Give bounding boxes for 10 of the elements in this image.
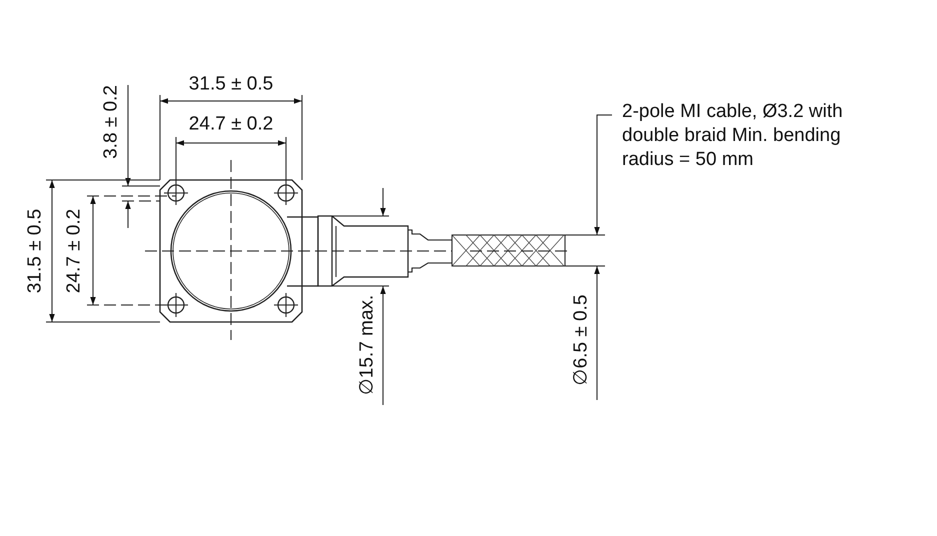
leader-line: [594, 114, 612, 236]
dimension-label: 3.8 ± 0.2: [102, 85, 120, 159]
dimension-label: 24.7 ± 0.2: [64, 208, 84, 294]
cable-drawing: [452, 234, 606, 266]
dimension-label: 31.5 ± 0.5: [26, 208, 44, 294]
dimension-label: ∅6.5 ± 0.5: [572, 294, 590, 386]
dimension-label: 24.7 ± 0.2: [188, 114, 274, 134]
dimension-label: ∅15.7 max.: [358, 294, 376, 396]
cable-note: 2-pole MI cable, Ø3.2 with double braid Min. bending radius = 50 mm: [612, 100, 857, 172]
dimension-label: 31.5 ± 0.5: [188, 74, 274, 94]
